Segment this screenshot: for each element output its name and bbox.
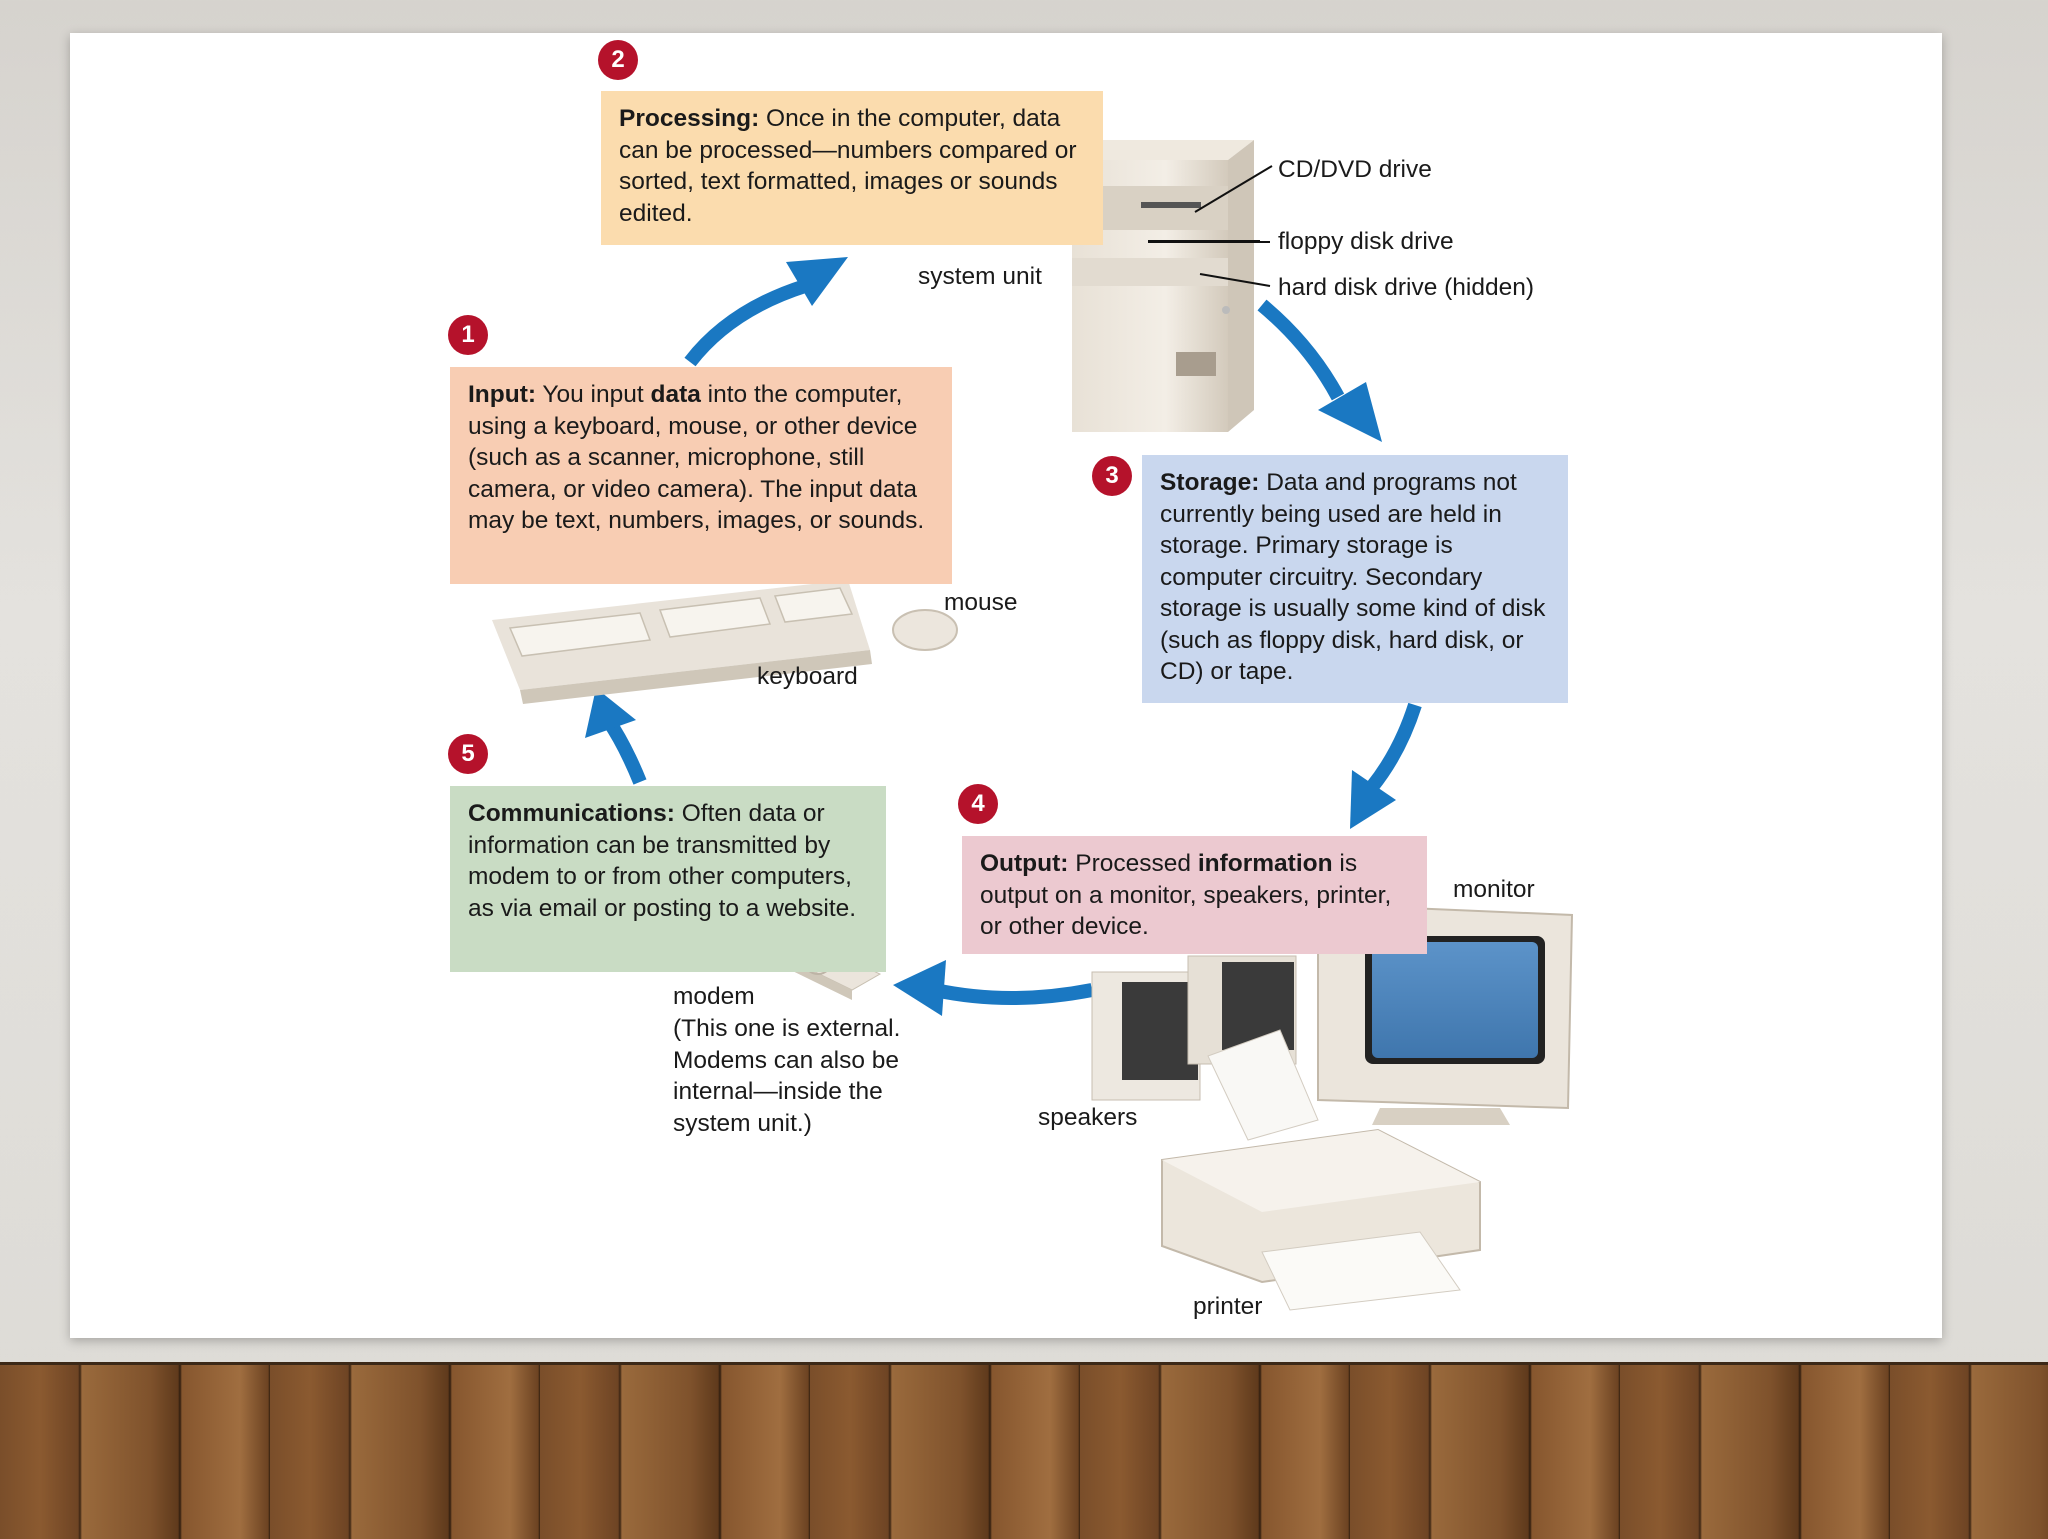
arrowhead-output (1350, 770, 1396, 829)
system-unit-label: system unit (918, 263, 1042, 290)
processing-text: Once in the computer, data can be proces… (619, 105, 1077, 227)
step-1-badge: 1 (448, 315, 488, 355)
input-box: Input: You input data into the computer,… (450, 367, 952, 584)
storage-heading: Storage: (1160, 469, 1260, 496)
communications-text: Often data or information can be transmi… (468, 800, 857, 922)
arrowhead-storage (1318, 382, 1382, 442)
storage-box: Storage: Data and programs not currently… (1142, 455, 1568, 703)
monitor-label: monitor (1453, 876, 1535, 903)
modem-note: (This one is external. Modems can also b… (673, 1015, 901, 1137)
keyboard-label: keyboard (757, 663, 858, 690)
floppy-disk-drive-label: floppy disk drive (1278, 228, 1454, 255)
arrow-processing-to-storage (1257, 299, 1345, 401)
printer-label: printer (1193, 1293, 1263, 1320)
input-heading: Input: (468, 381, 537, 408)
speakers-label: speakers (1038, 1104, 1138, 1131)
input-text-bold: data (650, 381, 701, 408)
step-4-badge: 4 (958, 784, 998, 824)
processing-box: Processing: Once in the computer, data c… (601, 91, 1103, 245)
input-text-b: into the computer, using a keyboard, mou… (468, 381, 925, 534)
keyboard-illustration (492, 580, 872, 704)
step-2-badge: 2 (598, 40, 638, 80)
step-5-badge: 5 (448, 734, 488, 774)
arrow-communications-to-input (602, 716, 647, 785)
processing-heading: Processing: (619, 105, 760, 132)
cd-dvd-drive-label: CD/DVD drive (1278, 156, 1432, 183)
output-box: Output: Processed information is output … (962, 836, 1427, 954)
printer-illustration (1161, 1029, 1481, 1311)
arrowhead-communications (893, 960, 946, 1016)
output-text-b: is output on a monitor, speakers, printe… (980, 850, 1392, 940)
step-3-badge: 3 (1092, 456, 1132, 496)
output-heading: Output: (980, 850, 1069, 877)
monitor-illustration (1317, 903, 1574, 1125)
wood-floor (0, 1362, 2048, 1539)
input-text-a: You input (536, 381, 651, 408)
arrowhead-input (585, 688, 636, 738)
arrow-heads (585, 257, 1396, 1016)
modem-label: modem (673, 983, 755, 1010)
arrow-storage-to-output (1366, 702, 1422, 792)
arrowhead-processing (786, 257, 848, 306)
output-text-bold: information (1197, 850, 1333, 877)
arrow-input-to-processing (684, 279, 808, 367)
mouse-label: mouse (944, 589, 1018, 616)
arrow-output-to-communications (933, 983, 1094, 1005)
communications-heading: Communications: (468, 800, 675, 827)
communications-box: Communications: Often data or informatio… (450, 786, 886, 972)
hard-disk-drive-label: hard disk drive (hidden) (1278, 274, 1535, 301)
output-text-a: Processed (1068, 850, 1198, 877)
storage-text: Data and programs not currently being us… (1160, 469, 1546, 685)
slide (70, 33, 1942, 1338)
